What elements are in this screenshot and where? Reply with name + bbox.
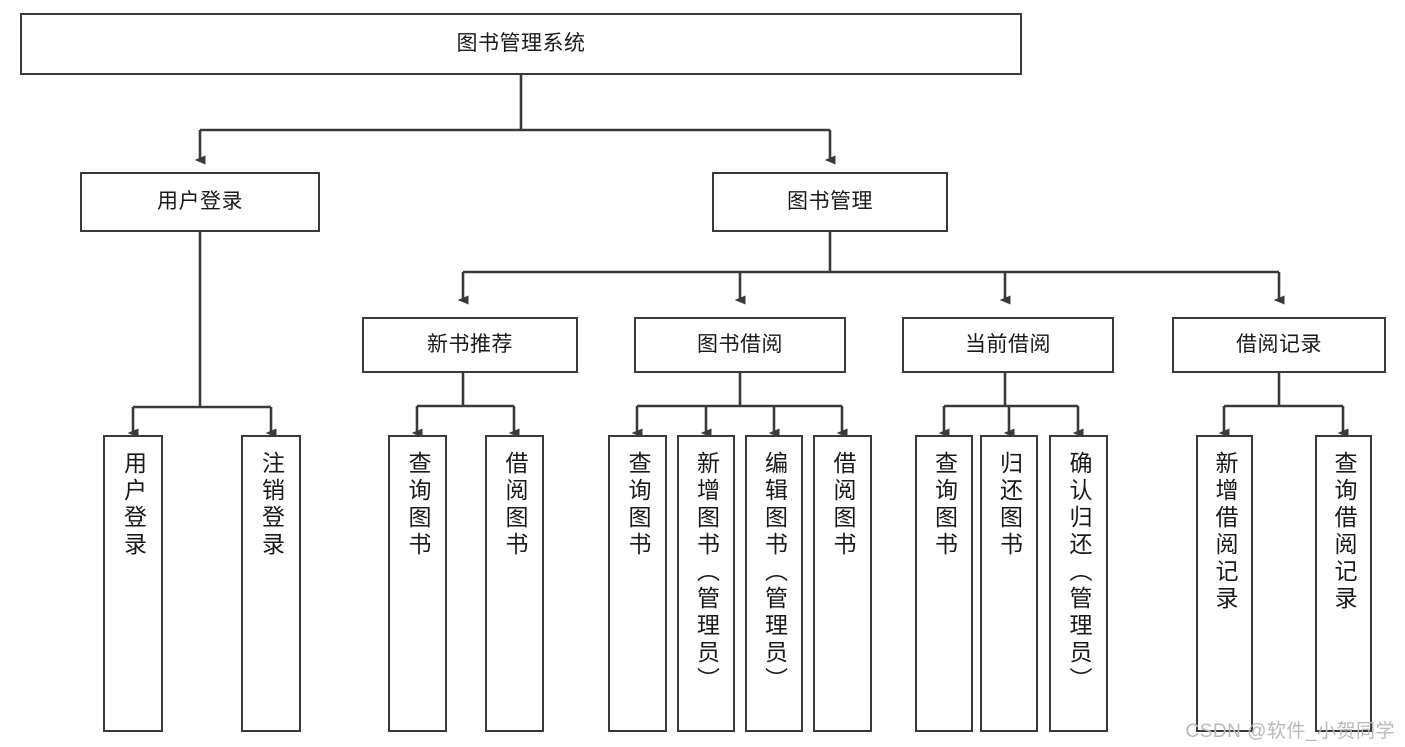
node-label: 查询图书 — [931, 451, 958, 559]
node-label: 用户登录 — [120, 451, 147, 559]
leaf-query-book-3[interactable]: 查询图书 — [915, 435, 973, 732]
node-label: 借阅图书 — [502, 451, 528, 559]
node-book-manage[interactable]: 图书管理 — [712, 172, 948, 232]
node-label: 注销登录 — [258, 451, 285, 559]
node-label: 图书借阅 — [697, 333, 783, 357]
node-label: 查询图书 — [625, 451, 651, 559]
node-user-login[interactable]: 用户登录 — [80, 172, 320, 232]
leaf-user-login[interactable]: 用户登录 — [103, 435, 163, 732]
node-label: 借阅图书 — [830, 451, 856, 559]
node-book-management-system[interactable]: 图书管理系统 — [20, 13, 1022, 75]
leaf-query-borrow-record[interactable]: 查询借阅记录 — [1315, 435, 1372, 732]
node-label: 新增借阅记录 — [1212, 451, 1238, 613]
node-label: 编辑图书（管理员） — [761, 451, 788, 694]
node-label: 查询借阅记录 — [1331, 451, 1357, 613]
leaf-edit-book[interactable]: 编辑图书（管理员） — [745, 435, 803, 732]
node-current-borrow[interactable]: 当前借阅 — [902, 317, 1114, 373]
leaf-borrow-book-1[interactable]: 借阅图书 — [485, 435, 544, 732]
node-label: 查询图书 — [405, 451, 431, 559]
leaf-add-book[interactable]: 新增图书（管理员） — [677, 435, 735, 732]
leaf-query-book-2[interactable]: 查询图书 — [608, 435, 667, 732]
node-label: 用户登录 — [157, 190, 243, 214]
node-label: 新书推荐 — [427, 333, 513, 357]
leaf-borrow-book-2[interactable]: 借阅图书 — [813, 435, 872, 732]
node-label: 归还图书 — [996, 451, 1023, 559]
node-borrow-record[interactable]: 借阅记录 — [1172, 317, 1386, 373]
node-new-book-recommend[interactable]: 新书推荐 — [362, 317, 578, 373]
csdn-watermark: CSDN @软件_小贺同学 — [1185, 721, 1395, 742]
node-label: 确认归还（管理员） — [1066, 451, 1092, 694]
leaf-add-borrow-record[interactable]: 新增借阅记录 — [1196, 435, 1253, 732]
node-label: 图书管理 — [787, 190, 873, 214]
leaf-confirm-return[interactable]: 确认归还（管理员） — [1049, 435, 1108, 732]
node-label: 图书管理系统 — [456, 32, 586, 56]
node-label: 当前借阅 — [965, 333, 1051, 357]
leaf-logout-login[interactable]: 注销登录 — [241, 435, 301, 732]
leaf-return-book[interactable]: 归还图书 — [980, 435, 1038, 732]
node-label: 新增图书（管理员） — [693, 451, 720, 694]
leaf-query-book-1[interactable]: 查询图书 — [388, 435, 447, 732]
node-label: 借阅记录 — [1236, 333, 1322, 357]
node-book-borrow[interactable]: 图书借阅 — [634, 317, 846, 373]
